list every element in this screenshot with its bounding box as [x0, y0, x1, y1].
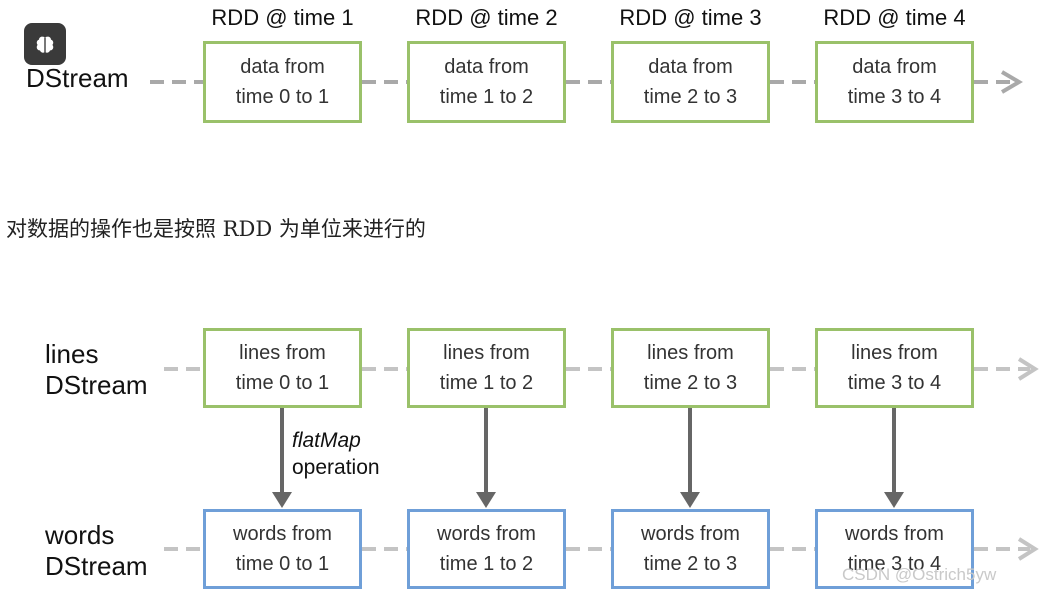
- operation-word: operation: [292, 456, 380, 479]
- lines-rdd-box-4: lines from time 3 to 4: [815, 328, 974, 408]
- brain-icon: [36, 36, 54, 53]
- rdd-box-4: data from time 3 to 4: [815, 41, 974, 123]
- brain-badge-button[interactable]: [24, 23, 66, 65]
- rdd-box-2: data from time 1 to 2: [407, 41, 566, 123]
- rdd-box-line1: data from: [444, 56, 529, 78]
- rdd-box-line1: data from: [240, 56, 325, 78]
- rdd-box-3: data from time 2 to 3: [611, 41, 770, 123]
- rdd-label-4: RDD @ time 4: [823, 5, 966, 30]
- rdd-box-line2: time 1 to 2: [439, 86, 534, 108]
- lines-dstream-label: lines DStream: [45, 339, 148, 401]
- rdd-label-2: RDD @ time 2: [415, 5, 558, 30]
- lines-rdd-box-3: lines from time 2 to 3: [611, 328, 770, 408]
- lines-box-line2: time 0 to 1: [235, 372, 330, 394]
- words-label-line1: words: [45, 520, 115, 550]
- flatmap-name: flatMap: [292, 429, 361, 452]
- words-box-line1: words from: [845, 523, 944, 545]
- words-box-line2: time 3 to 4: [847, 553, 942, 575]
- words-box-line1: words from: [641, 523, 740, 545]
- flatmap-arrows: [272, 408, 904, 508]
- lines-box-line1: lines from: [443, 342, 530, 364]
- lines-box-line1: lines from: [851, 342, 938, 364]
- rdd-box-line2: time 0 to 1: [235, 86, 330, 108]
- lines-box-line2: time 2 to 3: [643, 372, 738, 394]
- rdd-label-1: RDD @ time 1: [211, 5, 354, 30]
- lines-box-line2: time 1 to 2: [439, 372, 534, 394]
- lines-box-line1: lines from: [239, 342, 326, 364]
- rdd-box-line1: data from: [648, 56, 733, 78]
- words-box-line1: words from: [437, 523, 536, 545]
- words-rdd-box-1: words from time 0 to 1: [203, 509, 362, 589]
- top-dstream-label: DStream: [26, 63, 129, 93]
- lines-box-line1: lines from: [647, 342, 734, 364]
- words-box-line2: time 2 to 3: [643, 553, 738, 575]
- rdd-box-line2: time 2 to 3: [643, 86, 738, 108]
- lines-rdd-box-2: lines from time 1 to 2: [407, 328, 566, 408]
- words-rdd-box-3: words from time 2 to 3: [611, 509, 770, 589]
- rdd-box-1: data from time 0 to 1: [203, 41, 362, 123]
- words-stream-line: [164, 537, 1039, 561]
- words-box-line2: time 1 to 2: [439, 553, 534, 575]
- top-stream-line: [150, 70, 1023, 94]
- words-label-line2: DStream: [45, 551, 148, 581]
- caption-text: 对数据的操作也是按照 RDD 为单位来进行的: [6, 217, 426, 241]
- flatmap-operation-label: flatMap operation: [292, 427, 380, 481]
- words-box-line2: time 0 to 1: [235, 553, 330, 575]
- lines-rdd-box-1: lines from time 0 to 1: [203, 328, 362, 408]
- rdd-label-3: RDD @ time 3: [619, 5, 762, 30]
- words-rdd-box-2: words from time 1 to 2: [407, 509, 566, 589]
- lines-stream-line: [164, 357, 1039, 381]
- lines-label-line1: lines: [45, 339, 99, 369]
- lines-label-line2: DStream: [45, 370, 148, 400]
- words-dstream-label: words DStream: [45, 520, 148, 582]
- lines-box-line2: time 3 to 4: [847, 372, 942, 394]
- rdd-box-line1: data from: [852, 56, 937, 78]
- words-rdd-box-4: words from time 3 to 4: [815, 509, 974, 589]
- csdn-watermark: CSDN @Ostrich5yw: [842, 565, 997, 584]
- words-box-line1: words from: [233, 523, 332, 545]
- rdd-box-line2: time 3 to 4: [847, 86, 942, 108]
